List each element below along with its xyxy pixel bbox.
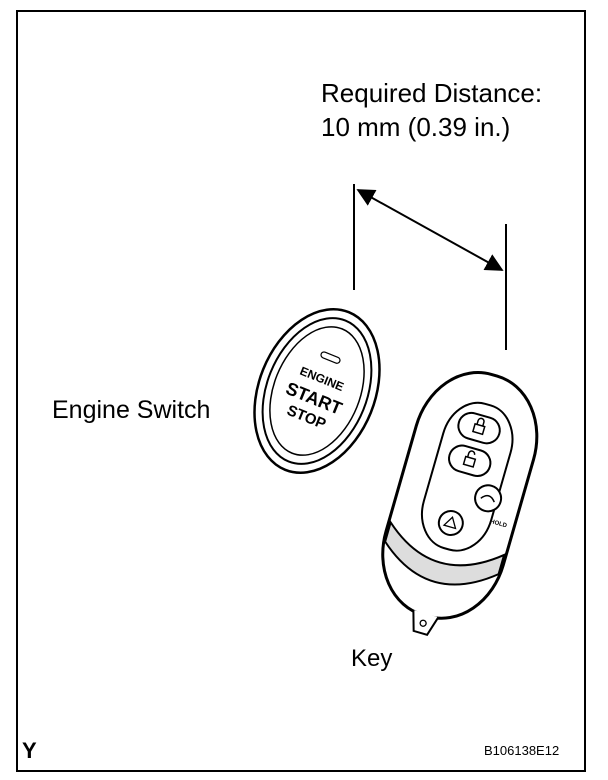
engine-switch-label: Engine Switch	[52, 396, 211, 424]
unlock-button	[448, 444, 492, 477]
figure-code: B106138E12	[484, 743, 560, 758]
key-fob: HOLD	[381, 371, 539, 636]
panic-button	[437, 509, 464, 536]
engine-switch-indicator-icon	[320, 351, 341, 364]
distance-arrow	[356, 189, 504, 271]
required-distance-title: Required Distance:	[321, 78, 543, 108]
engine-switch: ENGINE START STOP	[253, 307, 381, 475]
hold-label: HOLD	[489, 519, 508, 530]
key-label: Key	[351, 645, 393, 672]
figure-frame	[16, 10, 586, 772]
lock-button	[457, 411, 501, 445]
key-fob-case-band	[384, 520, 506, 586]
trunk-button	[474, 484, 503, 513]
required-distance-value: 10 mm (0.39 in.)	[321, 112, 511, 142]
panic-icon	[442, 516, 457, 530]
engine-switch-button-face	[269, 326, 365, 456]
key-ring-hole	[419, 619, 427, 627]
lock-icon	[471, 417, 486, 436]
region-letter: Y	[22, 738, 37, 763]
trunk-icon	[480, 494, 495, 503]
unlock-icon	[462, 450, 477, 468]
